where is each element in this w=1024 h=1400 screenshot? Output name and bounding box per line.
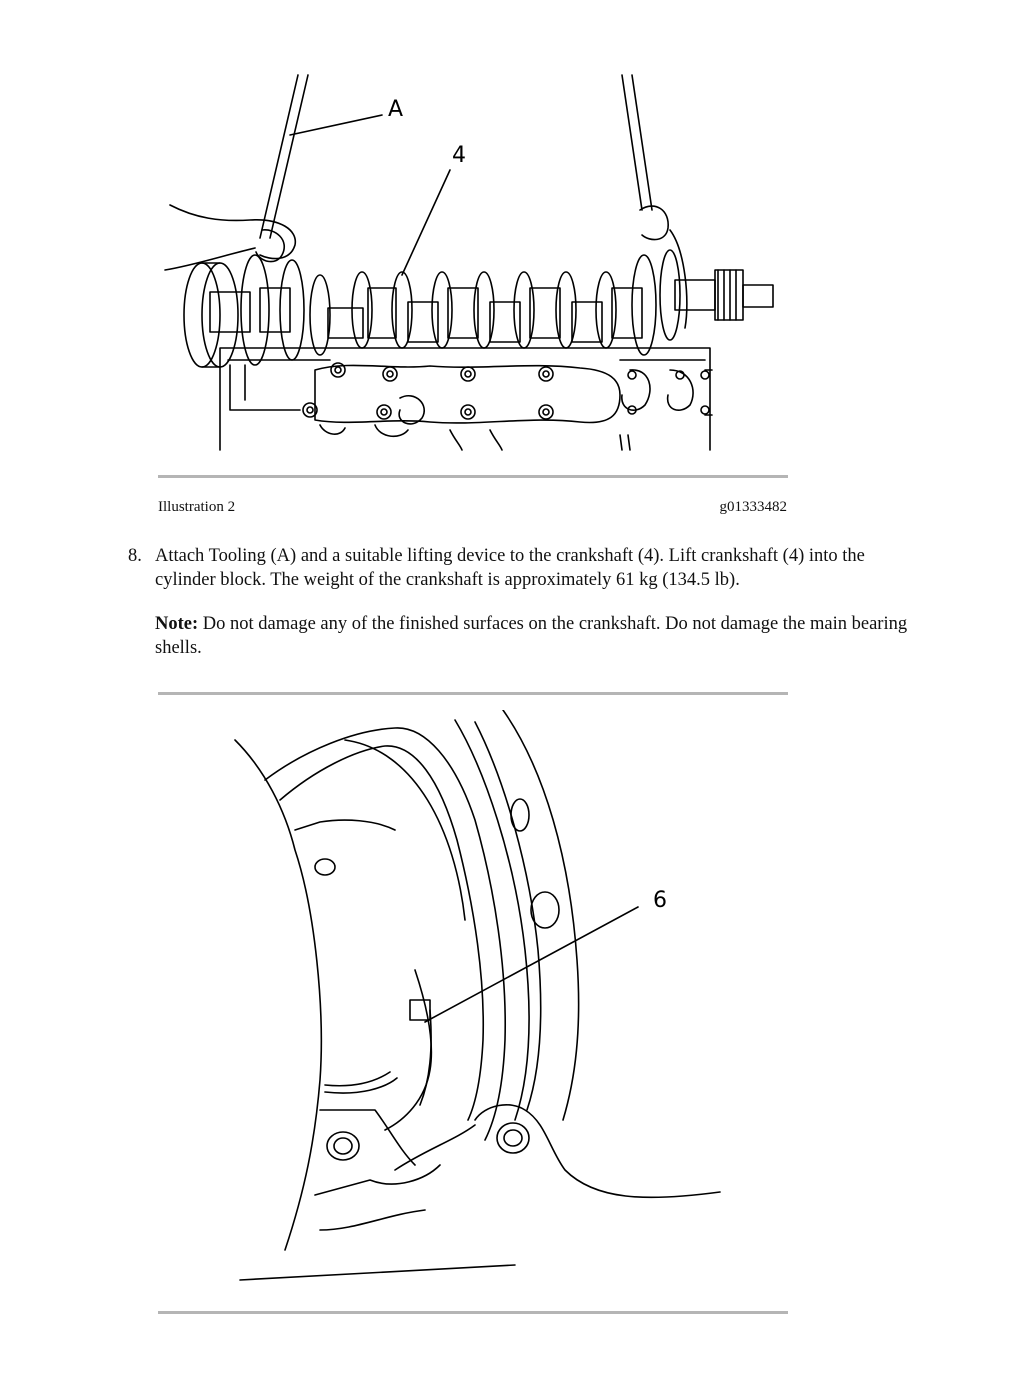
bearing-shell-illustration: 6 — [234, 710, 721, 1281]
callout-6-leader — [424, 906, 639, 1023]
housing-bolt-holes — [314, 798, 560, 929]
bearing-housing — [234, 710, 580, 1251]
crankshaft — [183, 249, 774, 368]
callout-6-label: 6 — [653, 888, 667, 913]
note-text: Do not damage any of the finished surfac… — [155, 614, 908, 658]
left-hand — [164, 204, 297, 271]
callout-4-label: 4 — [452, 143, 466, 168]
callout-a-leader — [289, 114, 383, 136]
figure1-caption-label: Illustration 2 — [158, 499, 236, 515]
note-label: Note: — [155, 614, 199, 634]
crankshaft-illustration: A 4 — [164, 74, 774, 451]
lifting-rod-right — [621, 74, 653, 211]
right-hand — [639, 205, 688, 329]
note-paragraph: Note: Do not damage any of the finished … — [155, 612, 915, 660]
figure2-top-rule — [158, 692, 788, 695]
bearing-cap — [239, 1104, 721, 1281]
cylinder-block — [219, 347, 713, 451]
main-bearing-shell — [324, 999, 432, 1106]
callout-a-label: A — [388, 97, 403, 122]
figure1-caption-id: g01333482 — [719, 499, 788, 515]
callout-4-leader — [401, 169, 451, 276]
figure1-top-rule — [158, 475, 788, 478]
lifting-rod-left — [259, 74, 309, 239]
step-text: Attach Tooling (A) and a suitable liftin… — [155, 546, 865, 590]
figure2-bottom-rule — [158, 1311, 788, 1314]
step-number: 8. — [128, 546, 142, 566]
